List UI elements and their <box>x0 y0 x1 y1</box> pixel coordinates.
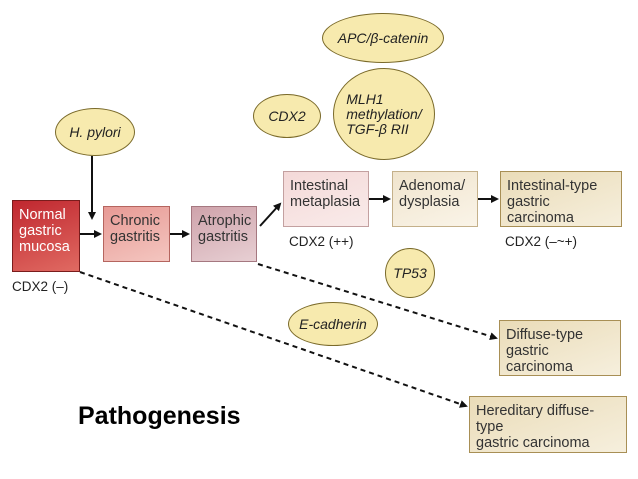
atrophic-line-1: Atrophic <box>198 213 252 229</box>
dashed-arrow-atrophic-to-diffuse <box>257 263 498 341</box>
box-atrophic-gastritis: Atrophic gastritis <box>191 206 257 262</box>
box-adenoma-dysplasia: Adenoma/ dysplasia <box>392 171 478 227</box>
diffuse-carcinoma-line-1: Diffuse-type <box>506 327 584 343</box>
metaplasia-line-2: metaplasia <box>290 194 361 210</box>
chronic-line-2: gastritis <box>110 229 160 245</box>
intestinal-carcinoma-line-2: gastric carcinoma <box>507 194 574 226</box>
adenoma-line-2: dysplasia <box>399 194 460 210</box>
factor-e-cadherin: E-cadherin <box>288 302 378 346</box>
hereditary-carcinoma-line-2: gastric carcinoma <box>476 435 590 451</box>
atrophic-line-2: gastritis <box>198 229 248 245</box>
factor-apc-beta-catenin: APC/β-catenin <box>322 13 444 63</box>
hereditary-carcinoma-line-1: Hereditary diffuse-type <box>476 403 595 435</box>
apc-text: APC/β-catenin <box>337 29 429 46</box>
factor-cdx2: CDX2 <box>253 94 321 138</box>
page-title: Pathogenesis <box>78 402 241 430</box>
cdx2-text: CDX2 <box>268 107 306 124</box>
factor-mlh1-tgfb: MLH1 methylation/ TGF-β RII <box>333 68 435 160</box>
box-intestinal-type-carcinoma: Intestinal-type gastric carcinoma <box>500 171 622 227</box>
mlh1-line-1: MLH1 <box>346 90 384 107</box>
label-cdx2-metaplasia: CDX2 (++) <box>289 234 354 249</box>
box-normal-gastric-mucosa: Normal gastric mucosa <box>12 200 80 272</box>
normal-line-1: Normal <box>19 207 66 223</box>
chronic-line-1: Chronic <box>110 213 160 229</box>
normal-line-2: gastric <box>19 223 62 239</box>
e-cadherin-text: E-cadherin <box>299 315 367 332</box>
label-cdx2-normal: CDX2 (–) <box>12 279 69 294</box>
arrow-atrophic-to-metaplasia <box>259 202 282 227</box>
diffuse-carcinoma-line-2: gastric carcinoma <box>506 343 573 375</box>
box-chronic-gastritis: Chronic gastritis <box>103 206 170 262</box>
mlh1-line-2: methylation/ <box>346 105 422 122</box>
factor-h-pylori: H. pylori <box>55 108 135 156</box>
factor-tp53: TP53 <box>385 248 435 298</box>
mlh1-line-3: TGF-β RII <box>346 120 409 137</box>
box-intestinal-metaplasia: Intestinal metaplasia <box>283 171 369 227</box>
tp53-text: TP53 <box>393 264 427 281</box>
intestinal-carcinoma-line-1: Intestinal-type <box>507 178 598 194</box>
adenoma-line-1: Adenoma/ <box>399 178 466 194</box>
label-cdx2-carcinoma: CDX2 (–~+) <box>505 234 578 249</box>
box-hereditary-diffuse-carcinoma: Hereditary diffuse-type gastric carcinom… <box>469 396 627 453</box>
metaplasia-line-1: Intestinal <box>290 178 349 194</box>
box-diffuse-type-carcinoma: Diffuse-type gastric carcinoma <box>499 320 621 376</box>
normal-line-3: mucosa <box>19 239 70 255</box>
h-pylori-text: H. pylori <box>69 123 121 140</box>
